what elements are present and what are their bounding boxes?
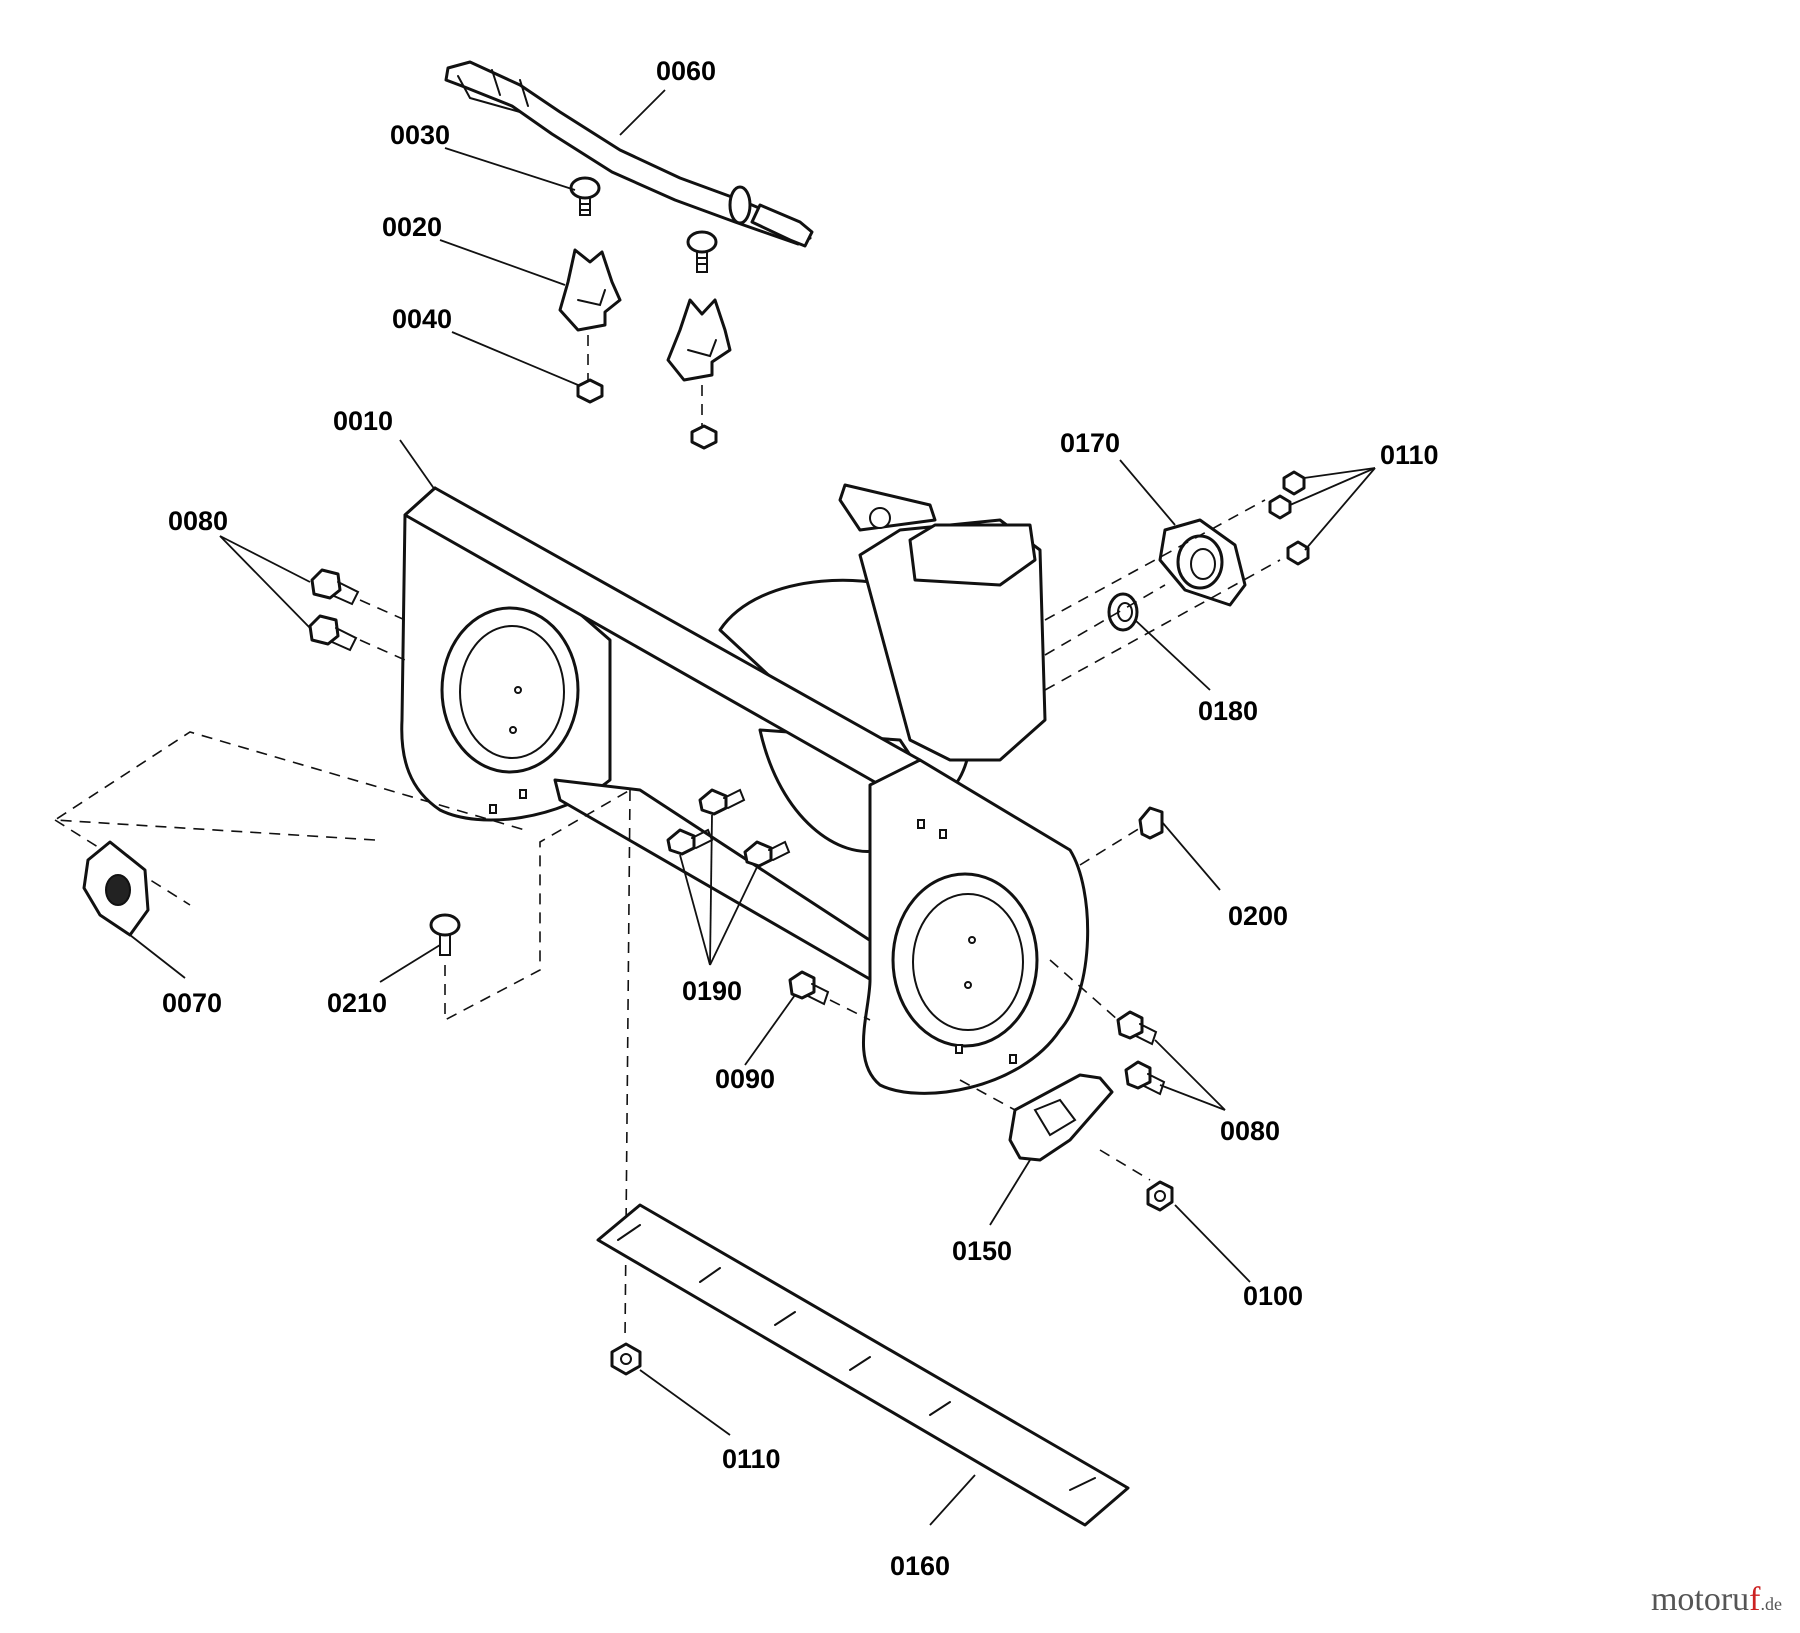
callout-0210: 0210 (327, 988, 387, 1018)
bolt-0080-left-b (308, 614, 358, 652)
callout-0160: 0160 (890, 1551, 950, 1581)
callout-0150: 0150 (952, 1236, 1012, 1266)
scraper-bar-0160 (596, 1203, 1130, 1527)
callout-0180: 0180 (1198, 696, 1258, 726)
auger-housing (400, 483, 1090, 1095)
callout-0100: 0100 (1243, 1281, 1303, 1311)
watermark-accent: f (1749, 1581, 1761, 1618)
hex-nut-0100 (1146, 1180, 1174, 1212)
callout-0190: 0190 (682, 976, 742, 1006)
carriage-bolt-upper (686, 230, 718, 273)
callout-0080-left: 0080 (168, 506, 228, 536)
chute-control-rod (444, 60, 814, 248)
bearing-flange-0170 (1158, 518, 1247, 607)
callout-0040: 0040 (392, 304, 452, 334)
bolt-0190-c (743, 840, 791, 868)
callout-0090: 0090 (715, 1064, 775, 1094)
bolt-0190-a (698, 788, 746, 816)
callout-0020: 0020 (382, 212, 442, 242)
callout-0110-bottom: 0110 (722, 1444, 781, 1474)
bearing-flange-0070 (82, 840, 150, 937)
callout-0080-right: 0080 (1220, 1116, 1280, 1146)
callout-0200: 0200 (1228, 901, 1288, 931)
hex-nut-0040 (576, 378, 604, 404)
carriage-bolt-0210 (429, 913, 461, 956)
bolt-0190-b (666, 828, 714, 856)
hex-nut-0110-bottom (610, 1342, 642, 1376)
rod-bracket-right (666, 298, 732, 382)
callout-0070: 0070 (162, 988, 222, 1018)
hex-nuts-0110-top (1268, 470, 1310, 566)
watermark-brand: motoru (1650, 1581, 1750, 1618)
watermark-tld: .de (1760, 1594, 1783, 1614)
callout-0030: 0030 (390, 120, 450, 150)
bearing-0180 (1107, 592, 1139, 632)
screw-0090 (788, 970, 830, 1006)
bolt-0080-right-a (1116, 1010, 1158, 1046)
callout-0170: 0170 (1060, 428, 1120, 458)
leader-lines (129, 89, 1376, 1526)
bolt-0080-left-a (310, 568, 360, 606)
skid-shoe-0150 (1008, 1073, 1114, 1162)
hex-nut-0040b (690, 424, 718, 450)
screw-0030 (569, 176, 601, 216)
bolt-0080-right-b (1124, 1060, 1166, 1096)
fitting-0200 (1138, 806, 1164, 840)
callout-0010: 0010 (333, 406, 393, 436)
callout-0060: 0060 (656, 56, 716, 86)
watermark-logo: motoruf.de (1651, 1581, 1782, 1619)
callout-0110-top: 0110 (1380, 440, 1439, 470)
rod-bracket-left (558, 248, 622, 332)
